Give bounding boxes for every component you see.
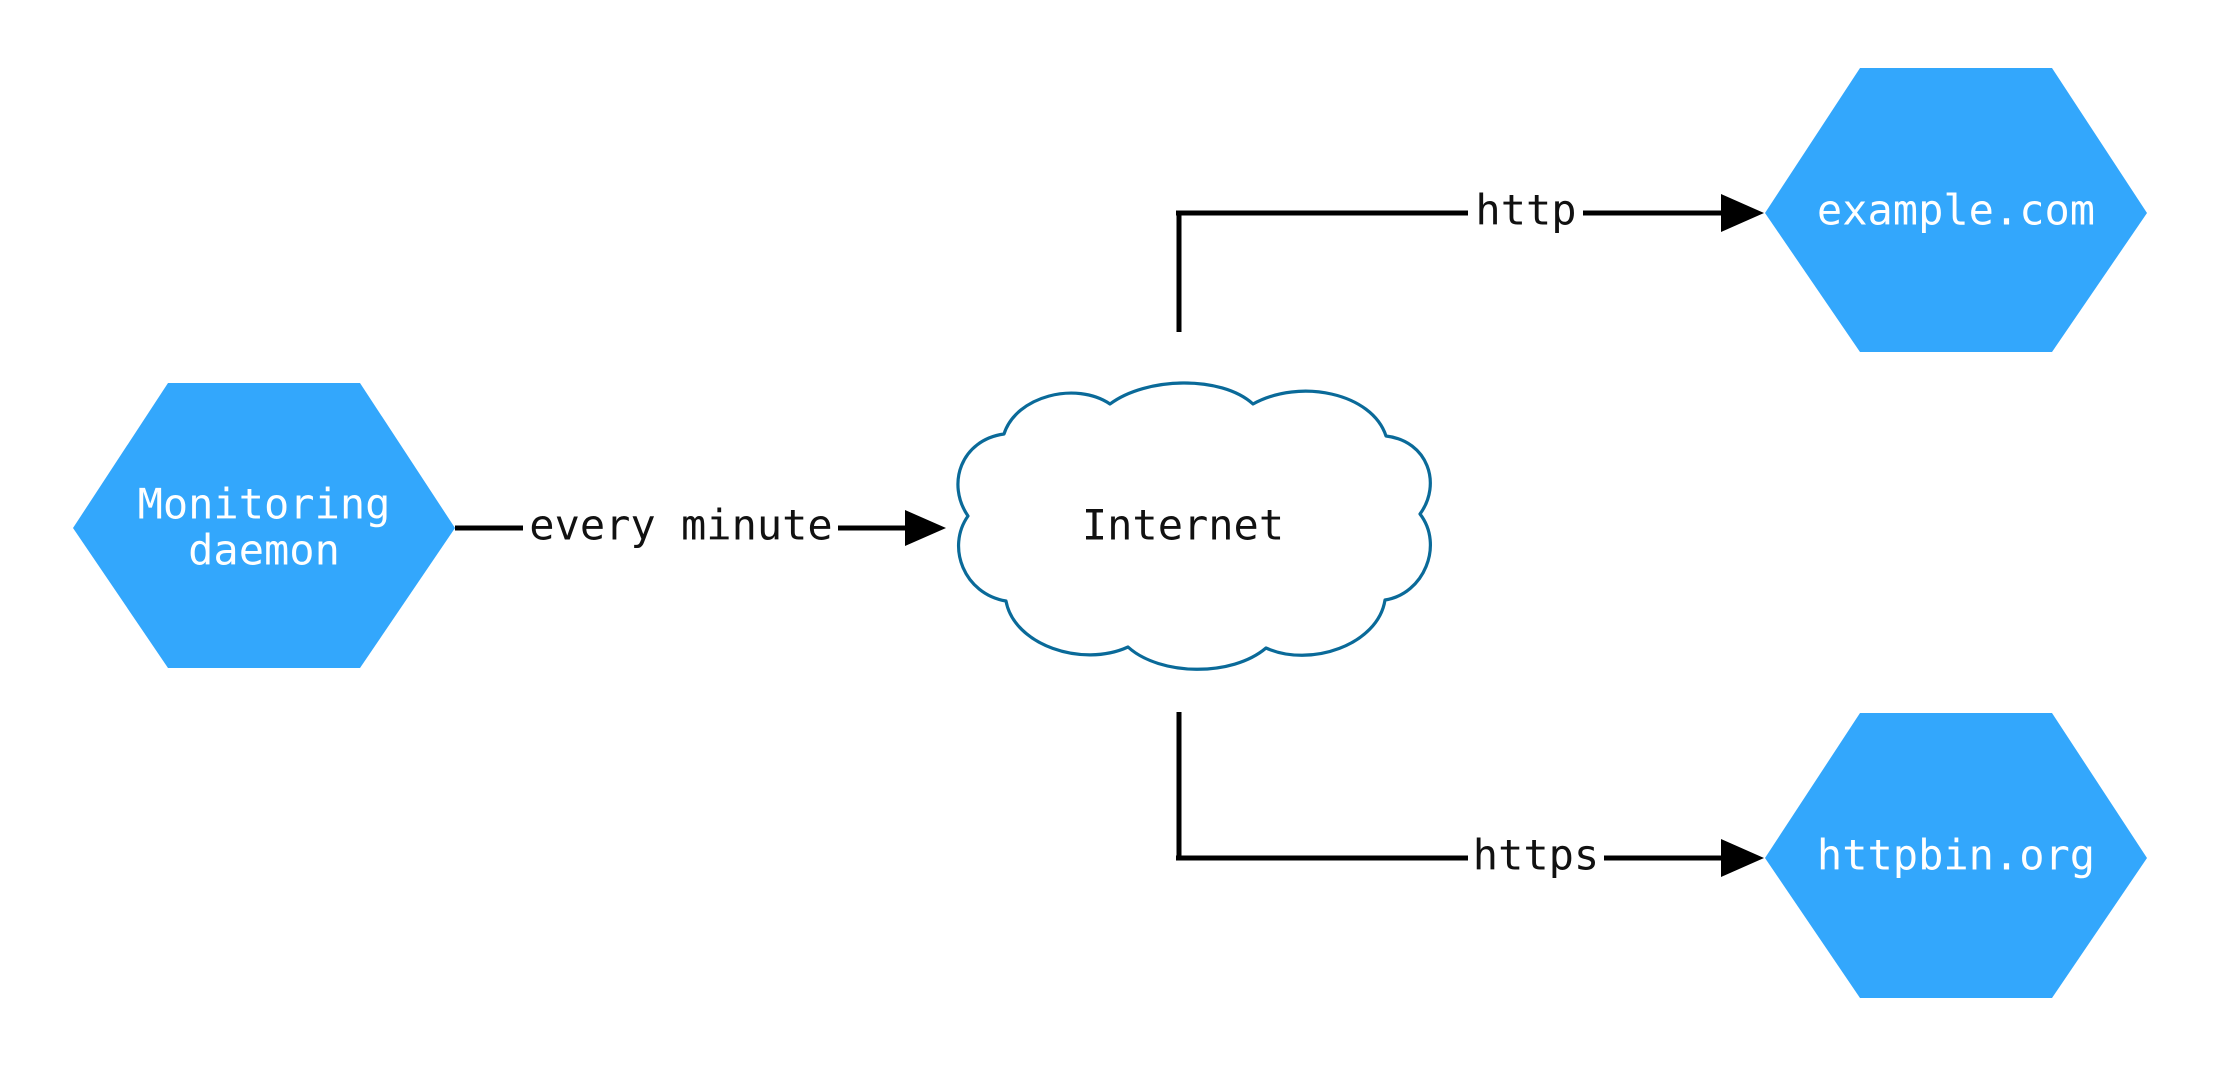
monitoring-daemon-label-line2: daemon bbox=[188, 526, 340, 575]
node-monitoring-daemon[interactable]: Monitoring daemon bbox=[73, 383, 455, 668]
edge-label-https: https bbox=[1473, 831, 1599, 880]
httpbin-org-hexagon-shape bbox=[1765, 713, 2147, 998]
edge-daemon-to-internet-arrowhead bbox=[905, 510, 946, 546]
example-com-label: example.com bbox=[1817, 186, 2095, 235]
node-example-com[interactable]: example.com bbox=[1765, 68, 2147, 352]
edge-daemon-to-internet[interactable]: every minute bbox=[455, 501, 946, 550]
edge-internet-to-example-arrowhead bbox=[1721, 194, 1764, 232]
edge-label-every-minute: every minute bbox=[529, 501, 832, 550]
monitoring-daemon-hexagon-shape bbox=[73, 383, 455, 668]
edge-internet-to-httpbin-arrowhead bbox=[1721, 839, 1764, 877]
edge-label-http: http bbox=[1475, 186, 1576, 235]
node-httpbin-org[interactable]: httpbin.org bbox=[1765, 713, 2147, 998]
edge-internet-to-httpbin[interactable]: https bbox=[1176, 712, 1764, 880]
internet-cloud-shape bbox=[956, 381, 1432, 671]
monitoring-daemon-label-line1: Monitoring bbox=[138, 480, 391, 529]
httpbin-org-label: httpbin.org bbox=[1817, 831, 2095, 880]
edge-internet-to-example[interactable]: http bbox=[1176, 186, 1764, 333]
internet-label: Internet bbox=[1082, 501, 1284, 550]
node-internet[interactable]: Internet bbox=[956, 381, 1432, 671]
example-com-hexagon-shape bbox=[1765, 68, 2147, 352]
